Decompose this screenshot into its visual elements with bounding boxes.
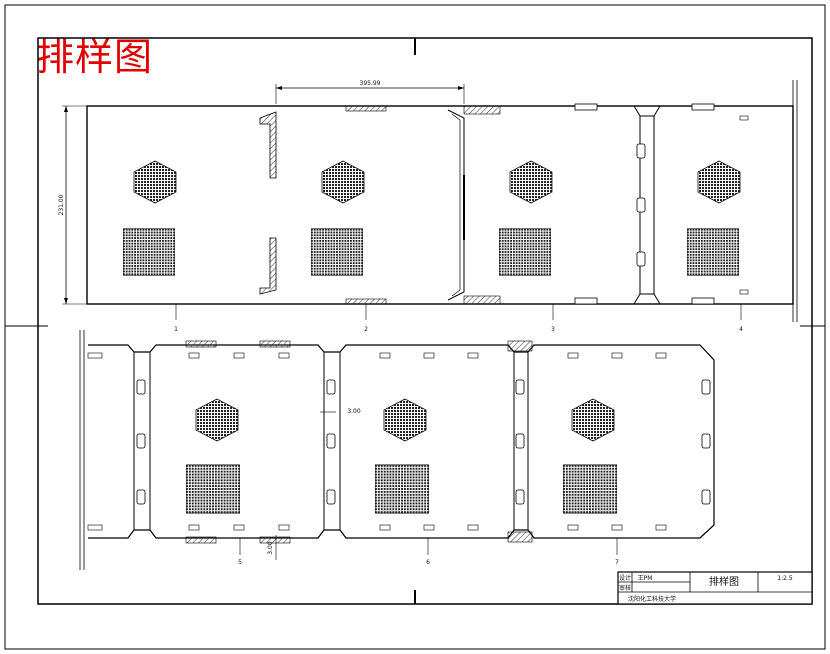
outer-border (4, 4, 826, 650)
drawing-frame (37, 37, 813, 605)
designer-name: 王PM (638, 575, 653, 582)
station-label-5: 5 (238, 559, 242, 566)
station-label-7: 7 (615, 559, 619, 566)
school-name: 沈阳化工科技大学 (628, 595, 676, 603)
drawing-scale: 1:2.5 (777, 575, 793, 582)
dim-left-height: 231.00 (58, 194, 65, 215)
dim-gap-a: 3.00 (347, 408, 361, 415)
page-title: 排样图 (36, 35, 154, 79)
station-label-6: 6 (426, 559, 430, 566)
drawing-title: 排样图 (709, 575, 739, 588)
top-strip: 395.99 231.00 (58, 80, 798, 333)
station-label-4: 4 (739, 326, 743, 333)
bottom-strip: 3.00 3.00 5 6 7 (79, 330, 715, 570)
dim-gap-b: 3.00 (267, 541, 274, 555)
checker-label: 审核 (619, 584, 631, 592)
dim-top-width: 395.99 (360, 80, 381, 87)
station-label-3: 3 (551, 326, 555, 333)
title-block: 设计 王PM 审核 排样图 1:2.5 沈阳化工科技大学 (617, 571, 813, 605)
designer-label: 设计 (619, 574, 631, 582)
station-label-2: 2 (364, 326, 368, 333)
station-label-1: 1 (174, 326, 178, 333)
